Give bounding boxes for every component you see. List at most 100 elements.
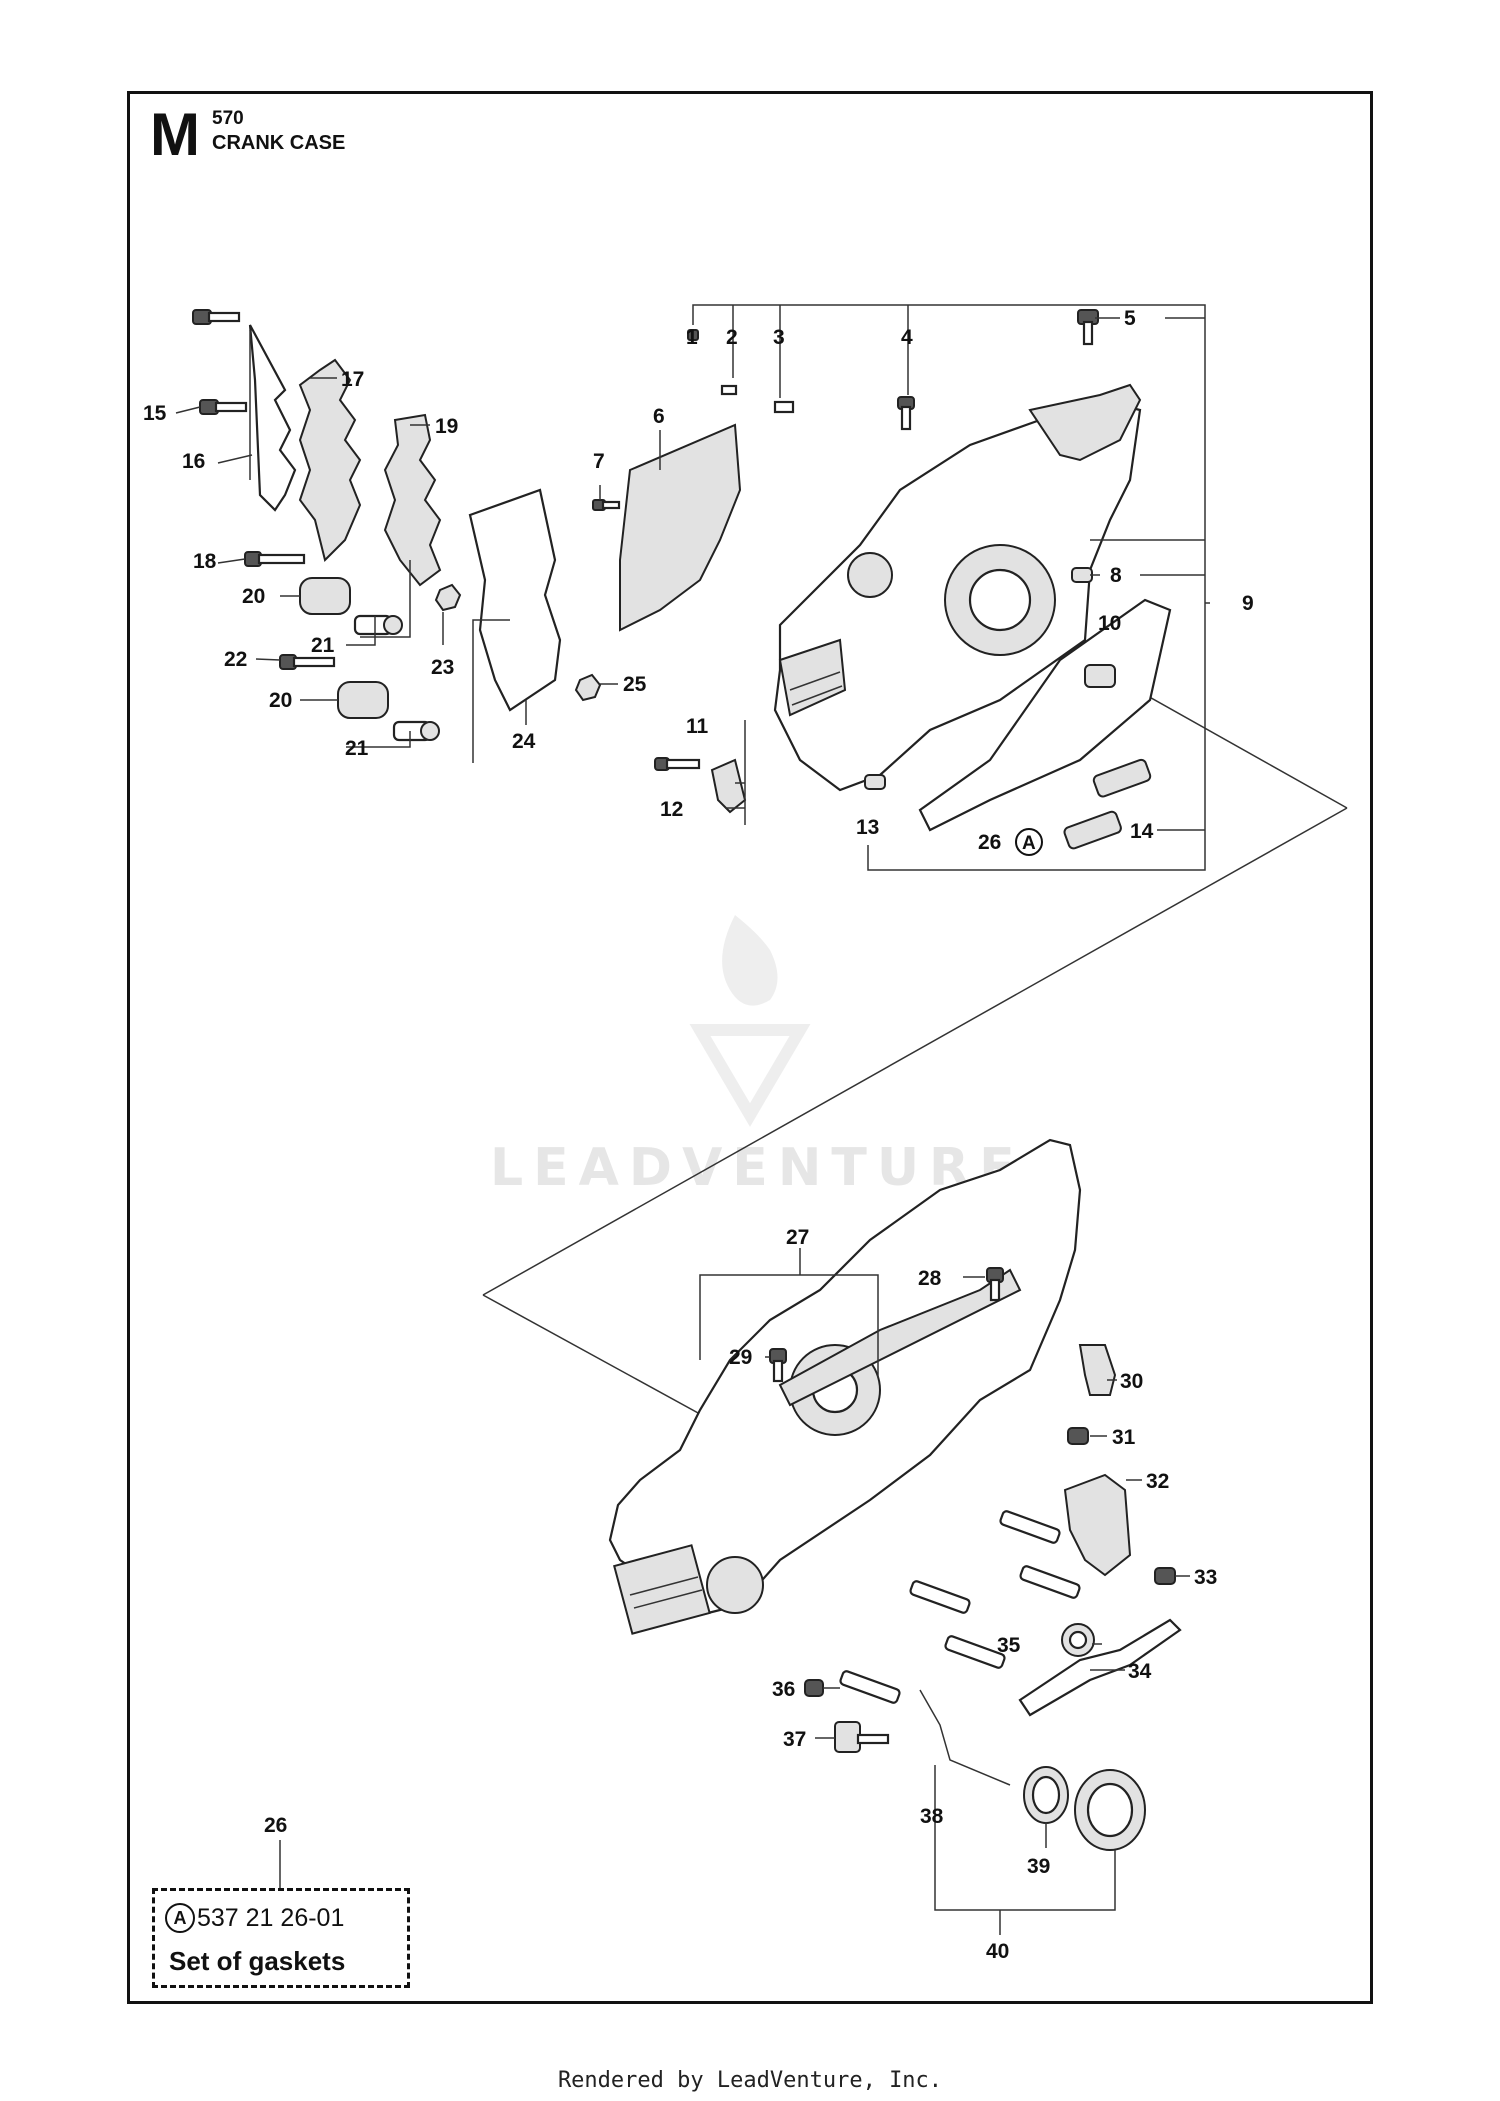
callout-17: 17 bbox=[341, 368, 364, 391]
kit-part-row: A 537 21 26-01 bbox=[165, 1903, 344, 1933]
screw-15 bbox=[199, 399, 248, 415]
tank-cap-40 bbox=[1074, 1769, 1146, 1851]
screw-36 bbox=[804, 1679, 824, 1697]
callout-35: 35 bbox=[997, 1634, 1021, 1657]
screw-22 bbox=[279, 654, 336, 670]
cover-32 bbox=[1063, 1473, 1132, 1577]
callout-37: 37 bbox=[783, 1728, 806, 1751]
kit-part-number: 537 21 26-01 bbox=[197, 1903, 345, 1932]
callout-23: 23 bbox=[431, 656, 454, 679]
callout-21a: 21 bbox=[311, 634, 335, 657]
diagram-frame bbox=[127, 91, 1373, 2004]
watermark-logo bbox=[689, 915, 811, 1127]
upper-leader-lines bbox=[175, 304, 1210, 871]
screw-5 bbox=[1077, 309, 1099, 346]
callout-36: 36 bbox=[772, 1678, 795, 1701]
screw-18 bbox=[244, 551, 306, 567]
gasket-kit-box: A 537 21 26-01 Set of gaskets bbox=[152, 1888, 410, 1988]
callout-29: 29 bbox=[729, 1346, 752, 1369]
callout-40: 40 bbox=[986, 1940, 1009, 1963]
nut-25 bbox=[574, 673, 602, 702]
rear-plate-16 bbox=[248, 324, 297, 512]
spike-bumper-17 bbox=[298, 358, 362, 562]
case-bolts bbox=[839, 1510, 1081, 1704]
kit-description: Set of gaskets bbox=[169, 1946, 346, 1976]
callout-15: 15 bbox=[143, 402, 167, 425]
screw-28 bbox=[986, 1267, 1004, 1302]
callout-2: 2 bbox=[726, 326, 738, 349]
callout-39: 39 bbox=[1027, 1855, 1050, 1878]
callout-33: 33 bbox=[1194, 1566, 1217, 1589]
section-title: CRANK CASE bbox=[212, 132, 346, 154]
callout-10: 10 bbox=[1098, 612, 1121, 635]
callout-34: 34 bbox=[1128, 1660, 1152, 1683]
callout-32: 32 bbox=[1146, 1470, 1169, 1493]
stud-10 bbox=[1084, 664, 1116, 688]
dowel-8 bbox=[1071, 567, 1093, 583]
oil-hose-38 bbox=[919, 1689, 1011, 1786]
nut-23 bbox=[434, 583, 462, 612]
dowel-13 bbox=[864, 774, 886, 790]
handle-30 bbox=[1078, 1344, 1117, 1396]
callout-6: 6 bbox=[653, 405, 665, 428]
lower-leader-lines bbox=[279, 1248, 1190, 1935]
screw-29 bbox=[769, 1348, 787, 1383]
bolt-14-a bbox=[1092, 758, 1152, 798]
gasket-marker-letter: A bbox=[1022, 833, 1036, 854]
spike-bumper-19 bbox=[383, 413, 442, 587]
section-letter: M bbox=[150, 101, 200, 168]
filter-ring-39 bbox=[1023, 1766, 1069, 1824]
callout-19: 19 bbox=[435, 415, 458, 438]
gasket-26 bbox=[918, 598, 1172, 832]
gasket-marker: A bbox=[1015, 828, 1043, 856]
callout-8: 8 bbox=[1110, 564, 1122, 587]
screw-31 bbox=[1067, 1427, 1089, 1445]
callout-20b: 20 bbox=[269, 689, 292, 712]
pins-1-2-3 bbox=[687, 329, 795, 414]
spacer-20-upper bbox=[299, 577, 351, 615]
callout-16: 16 bbox=[182, 450, 205, 473]
screw-11 bbox=[654, 757, 701, 771]
callout-20a: 20 bbox=[242, 585, 265, 608]
callout-31: 31 bbox=[1112, 1426, 1136, 1449]
screw-7 bbox=[592, 499, 621, 511]
callout-30: 30 bbox=[1120, 1370, 1143, 1393]
callout-labels: 1 2 3 4 5 6 7 8 9 10 11 12 13 14 15 16 1… bbox=[143, 307, 1254, 1963]
callout-5: 5 bbox=[1124, 307, 1136, 330]
model-number: 570 bbox=[212, 108, 244, 129]
callout-4: 4 bbox=[901, 326, 913, 349]
crank-case-half-lower bbox=[608, 1138, 1082, 1635]
footer-credit: Rendered by LeadVenture, Inc. bbox=[557, 2068, 943, 2093]
callout-22: 22 bbox=[224, 648, 247, 671]
bolt-14-b bbox=[1063, 810, 1122, 850]
callout-9: 9 bbox=[1242, 592, 1254, 615]
screw-4 bbox=[897, 396, 915, 431]
bolt-21-lower bbox=[392, 720, 440, 742]
callout-1: 1 bbox=[686, 326, 698, 349]
bolt-21-upper bbox=[353, 614, 403, 636]
callout-14: 14 bbox=[1130, 820, 1154, 843]
callout-21b: 21 bbox=[345, 737, 369, 760]
watermark-text: LEADVENTURE bbox=[490, 1138, 1025, 1198]
plug-37 bbox=[834, 1721, 890, 1753]
callout-3: 3 bbox=[773, 326, 785, 349]
callout-18: 18 bbox=[193, 550, 217, 573]
screw-33 bbox=[1154, 1567, 1176, 1585]
callout-11: 11 bbox=[686, 715, 709, 738]
seal-35 bbox=[1061, 1623, 1095, 1657]
callout-26: 26 bbox=[978, 831, 1001, 854]
callout-28: 28 bbox=[918, 1267, 942, 1290]
callout-24: 24 bbox=[512, 730, 536, 753]
callout-38: 38 bbox=[920, 1805, 944, 1828]
kit-ref-number: 26 bbox=[264, 1814, 288, 1837]
spacer-20-lower bbox=[337, 681, 389, 719]
screw-upper-16 bbox=[192, 309, 241, 325]
heat-shield-6 bbox=[619, 423, 742, 632]
callout-25: 25 bbox=[623, 673, 647, 696]
callout-7: 7 bbox=[593, 450, 605, 473]
bumper-plate-24 bbox=[468, 488, 562, 712]
crank-case-half-upper bbox=[773, 383, 1142, 792]
pipe-34 bbox=[1018, 1618, 1182, 1717]
callout-27: 27 bbox=[786, 1226, 809, 1249]
